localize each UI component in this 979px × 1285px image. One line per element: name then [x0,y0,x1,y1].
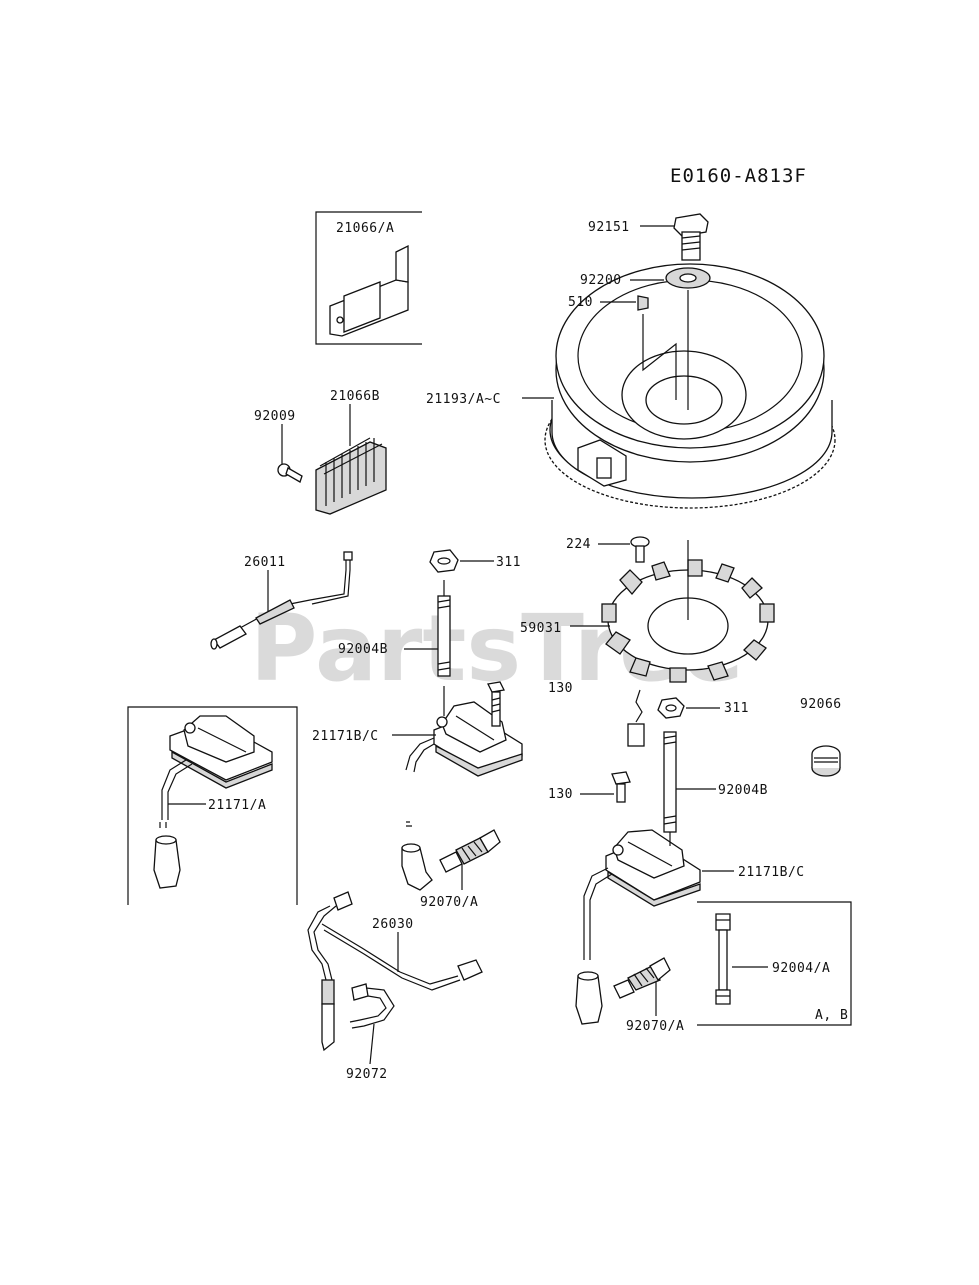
box-21171A [127,706,298,905]
label-92151: 92151 [588,220,630,235]
part-92151[interactable] [673,213,709,261]
part-224[interactable] [630,536,650,563]
part-stator-connector[interactable] [627,689,645,747]
axis-key [642,314,677,400]
label-224: 224 [566,537,591,552]
part-92004B-a[interactable] [437,580,451,677]
label-311-a: 311 [496,555,521,570]
box-92004A [697,901,852,1026]
part-130-b[interactable] [611,771,631,803]
label-92200: 92200 [580,273,622,288]
label-311-b: 311 [724,701,749,716]
label-92072: 92072 [346,1067,388,1082]
label-92004B-b: 92004B [718,783,768,798]
label-26030: 26030 [372,917,414,932]
part-26011[interactable] [210,551,353,650]
part-92070A-a[interactable] [439,829,501,873]
diagram-code: E0160-A813F [670,165,807,187]
part-311-b[interactable] [657,697,685,719]
box-21066A [315,211,422,345]
part-coil-bolt-a[interactable] [487,681,505,727]
part-21171BC-a[interactable] [405,701,523,777]
label-510: 510 [568,295,593,310]
part-510[interactable] [637,295,649,311]
label-21171BC-b: 21171B/C [738,865,805,880]
label-130-a: 130 [548,681,573,696]
part-311-a[interactable] [429,549,459,573]
part-92066[interactable] [811,745,841,777]
label-59031: 59031 [520,621,562,636]
label-21066A: 21066/A [336,221,394,236]
part-21066A[interactable] [329,244,409,337]
label-92070A-a: 92070/A [420,895,478,910]
label-130-b: 130 [548,787,573,802]
label-92004A: 92004/A [772,961,830,976]
part-92200[interactable] [665,267,711,289]
part-92004A[interactable] [715,913,731,1005]
label-92004B-a: 92004B [338,642,388,657]
part-92009[interactable] [277,463,303,483]
label-92066: 92066 [800,697,842,712]
part-26030[interactable] [307,891,483,1052]
leader-92072 [369,1023,375,1065]
label-92009: 92009 [254,409,296,424]
label-21171A: 21171/A [208,798,266,813]
part-flywheel-21193[interactable] [544,263,836,509]
label-26011: 26011 [244,555,286,570]
part-plug-cap-a[interactable] [401,821,433,891]
label-21193: 21193/A~C [426,392,501,407]
part-21171A[interactable] [153,715,273,889]
part-21066B[interactable] [315,437,387,515]
part-92070A-b[interactable] [613,957,671,999]
part-21171BC-b[interactable] [575,829,701,1025]
label-92070A-b: 92070/A [626,1019,684,1034]
label-21066B: 21066B [330,389,380,404]
part-92072[interactable] [349,983,395,1029]
label-21171BC-a: 21171B/C [312,729,379,744]
part-92004B-b[interactable] [663,731,677,833]
box-note: A, B [815,1008,848,1023]
